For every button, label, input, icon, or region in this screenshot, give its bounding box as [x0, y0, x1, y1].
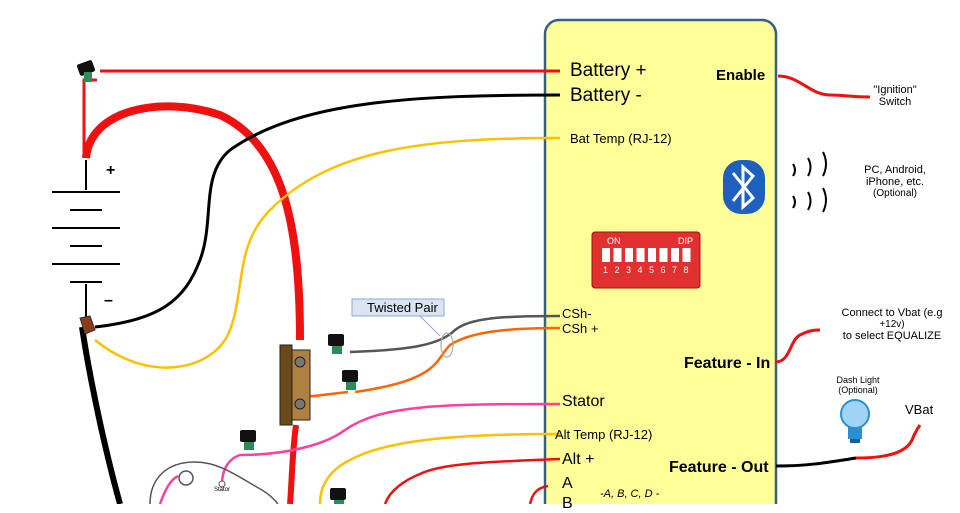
dip-key-4 — [636, 248, 645, 262]
feature-in-label: Feature - In — [684, 355, 771, 372]
fuse-holder-stator — [240, 430, 256, 450]
battery-terminal-lug — [79, 315, 96, 335]
ignition-line2: Switch — [878, 96, 912, 108]
dip-key-7 — [671, 248, 679, 262]
dip-key-3 — [625, 248, 633, 262]
csh-pos-label: CSh + — [562, 321, 599, 336]
alt-temp-wire — [318, 432, 561, 504]
csh-neg-wire — [349, 314, 561, 354]
bat-temp-label: Bat Temp (RJ-12) — [570, 131, 672, 146]
feature-a-wire — [528, 484, 549, 504]
shunt — [279, 344, 311, 426]
bluetooth-devices-label: PC, Android, iPhone, etc. (Optional) — [850, 164, 940, 199]
stator-terminal-label: Stator — [214, 487, 231, 493]
fuse-holder-shunt-2 — [342, 370, 358, 390]
equalize-label: Connect to Vbat (e.g +12v) to select EQU… — [828, 307, 956, 342]
dip-number-6: 6 — [660, 265, 666, 275]
heavy-red-cable — [82, 102, 304, 341]
battery-neg-label: Battery - — [570, 85, 642, 106]
shunt-orange-wire — [304, 390, 349, 399]
dip-key-2 — [613, 248, 622, 262]
feature-out-label: Feature - Out — [669, 459, 769, 476]
dip-key-5 — [648, 248, 656, 262]
stator-wire — [220, 402, 561, 485]
twisted-pair-label: Twisted Pair — [367, 300, 438, 315]
dash-light-line2: (Optional) — [838, 385, 878, 395]
bat-temp-wire — [94, 136, 561, 369]
alt-temp-label: Alt Temp (RJ-12) — [555, 427, 653, 442]
alt-pos-label: Alt + — [562, 451, 595, 468]
enable-wire — [777, 74, 871, 99]
ground-cable — [79, 326, 123, 504]
battery-pos-label: Battery + — [570, 60, 647, 81]
csh-pos-wire — [354, 326, 561, 394]
a-label: A — [562, 475, 573, 492]
vbat-label: VBat — [905, 402, 934, 417]
fuse-holder-alt — [330, 488, 346, 504]
dash-light-icon — [840, 399, 870, 443]
feature-in-wire — [775, 328, 821, 364]
dip-switch — [591, 231, 701, 289]
fuse-holder-top — [76, 60, 96, 82]
bt-line1: PC, Android, — [864, 164, 926, 176]
signal-waves-icon — [792, 151, 827, 213]
dip-number-1: 1 — [603, 265, 609, 275]
equalize-line1: Connect to Vbat (e.g — [841, 307, 943, 319]
alternator — [149, 461, 279, 504]
dip-key-6 — [659, 248, 668, 262]
fuse-holder-shunt-1 — [328, 334, 344, 354]
stator-wire-lower — [158, 474, 179, 504]
csh-neg-label: CSh- — [562, 306, 592, 321]
dip-key-1 — [602, 248, 610, 262]
dip-number-7: 7 — [672, 265, 678, 275]
battery-neg-wire — [94, 93, 561, 329]
bt-line2: iPhone, etc. — [865, 176, 925, 188]
dash-light-label: Dash Light (Optional) — [828, 375, 888, 395]
dip-dip-label: DIP — [678, 236, 694, 246]
vbat-wire — [855, 424, 922, 460]
dash-light-line1: Dash Light — [836, 375, 880, 385]
b-label: B — [562, 495, 573, 512]
dip-on-label: ON — [607, 236, 621, 246]
twist-marker — [440, 332, 454, 358]
feature-out-wire — [775, 456, 857, 468]
ignition-line1: "Ignition" — [873, 84, 917, 96]
battery-minus-label: – — [104, 292, 113, 309]
twisted-pair-callout — [351, 298, 445, 317]
dip-number-3: 3 — [626, 265, 632, 275]
dip-number-5: 5 — [649, 265, 655, 275]
heavy-red-cable-lower — [287, 424, 299, 504]
callout-pointer — [419, 315, 441, 337]
equalize-line3: to select EQUALIZE — [842, 330, 942, 342]
stator-label: Stator — [562, 393, 605, 410]
feature-list-label: -A, B, C, D - — [600, 488, 660, 500]
bluetooth-icon — [723, 160, 765, 214]
equalize-line2: +12v) — [879, 319, 905, 330]
battery-plus-label: + — [106, 162, 116, 179]
ignition-switch-label: "Ignition" Switch — [860, 84, 930, 108]
dip-number-2: 2 — [614, 265, 620, 275]
bt-line3: (Optional) — [873, 188, 917, 199]
dip-number-8: 8 — [683, 265, 689, 275]
dip-number-4: 4 — [637, 265, 643, 275]
battery-symbol — [52, 160, 120, 318]
dip-key-8 — [682, 248, 691, 262]
alt-pos-wire — [383, 457, 561, 504]
enable-label: Enable — [716, 67, 766, 84]
